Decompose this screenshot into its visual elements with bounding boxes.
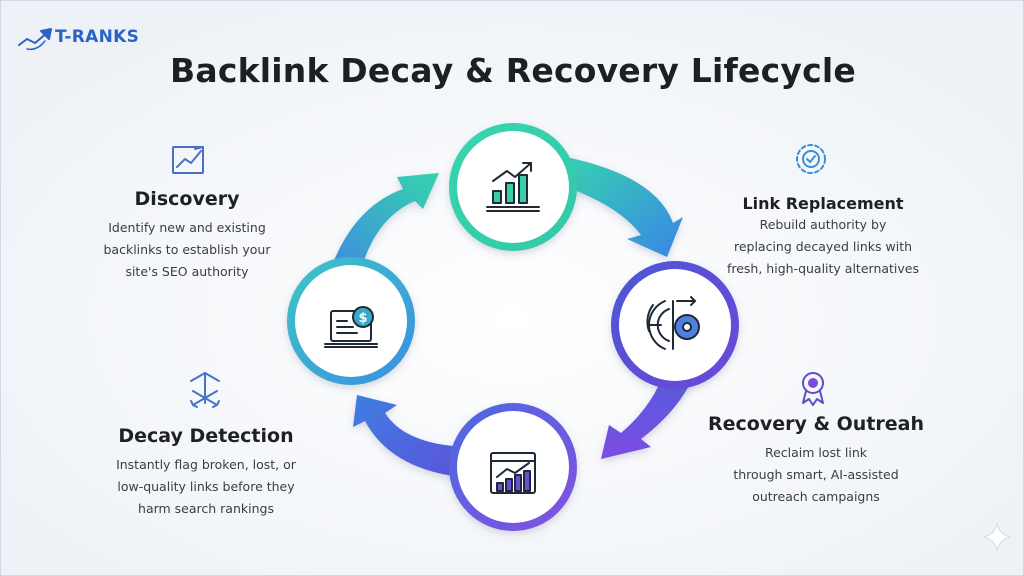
node-bottom (449, 403, 577, 531)
brand-name: T-RANKS (55, 27, 140, 47)
page-title: Backlink Decay & Recovery Lifecycle (170, 51, 856, 90)
arrow-top-to-right (566, 157, 683, 257)
sparkle-icon (982, 522, 1012, 552)
svg-text:$: $ (358, 311, 367, 326)
award-ribbon-icon (802, 372, 824, 406)
laptop-dollar-icon: $ (324, 306, 378, 348)
decay-detection-title: Decay Detection (118, 425, 294, 447)
target-radar-icon (646, 296, 700, 350)
trend-chart-icon (172, 146, 204, 174)
discovery-title: Discovery (134, 188, 240, 210)
t-ranks-logo-mark (18, 28, 52, 51)
link-replacement-title: Link Replacement (742, 194, 904, 213)
discovery-description: Identify new and existing backlinks to e… (103, 220, 271, 279)
bar-growth-icon (486, 162, 540, 212)
analytics-monitor-icon (490, 452, 536, 494)
recovery-title: Recovery & Outreah (707, 413, 925, 435)
recovery-description: Reclaim lost link through smart, AI-assi… (733, 445, 899, 504)
decay-detection-description: Instantly flag broken, lost, or low-qual… (116, 457, 296, 516)
link-replacement-description: Rebuild authority by replacing decayed l… (726, 217, 920, 276)
network-arrows-icon (190, 372, 220, 408)
arrow-bottom-to-left (353, 395, 453, 476)
node-left (287, 257, 415, 385)
gear-refresh-icon (796, 144, 826, 174)
brand-logo[interactable]: T-RANKS (15, 27, 139, 47)
arrow-left-to-top (333, 173, 439, 263)
